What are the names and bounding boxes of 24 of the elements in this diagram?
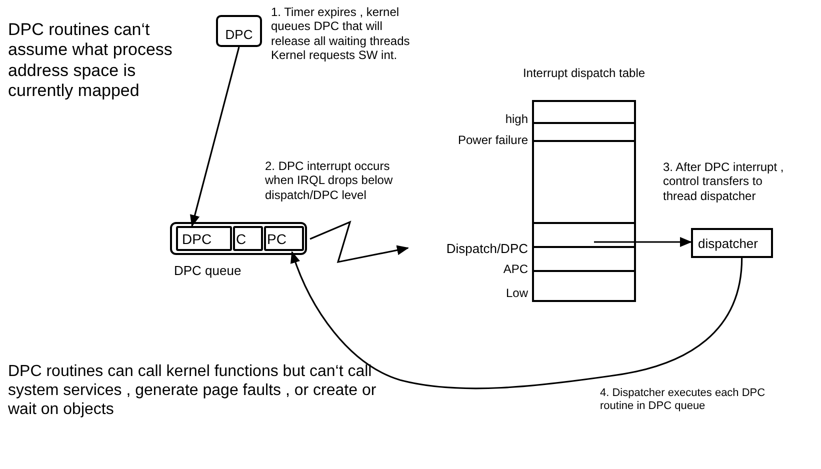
- row-label: Low: [504, 286, 528, 300]
- arrow: [290, 251, 743, 390]
- arrow: [594, 237, 692, 247]
- dpc-box: DPC: [216, 15, 262, 47]
- table-heading: Interrupt dispatch table: [522, 66, 646, 81]
- step-note: 4. Dispatcher executes each DPC routine in DPC queue: [600, 387, 766, 414]
- step-note: 2. DPC interrupt occurs when IRQL drops below dispatch/DPC level: [265, 159, 394, 202]
- row-label: APC: [502, 262, 528, 276]
- step-note: 1. Timer expires , kernel queues DPC that will release all waiting threads Kernel requests SW int.: [271, 5, 411, 63]
- arrow: [310, 220, 409, 264]
- table-row: [534, 222, 634, 248]
- queue-item: DPC: [176, 226, 232, 251]
- note-text: DPC routines can‘t assume what process address space is currently mapped: [8, 20, 173, 102]
- row-label: Dispatch/DPC: [406, 238, 528, 258]
- row-label: high: [504, 112, 528, 126]
- row-label: Power failure: [456, 133, 528, 148]
- queue-item: C: [233, 226, 263, 251]
- note-text: DPC routines can call kernel functions but can‘t call system services , generate page faults , or create or wait on objects: [8, 362, 378, 420]
- arrow: [190, 46, 240, 227]
- node-caption: DPC queue: [174, 263, 242, 279]
- process-box: dispatcher: [691, 228, 773, 258]
- queue-box: [170, 222, 307, 255]
- queue-item: PC: [264, 226, 304, 251]
- step-note: 3. After DPC interrupt , control transfers to thread dispatcher: [663, 160, 785, 204]
